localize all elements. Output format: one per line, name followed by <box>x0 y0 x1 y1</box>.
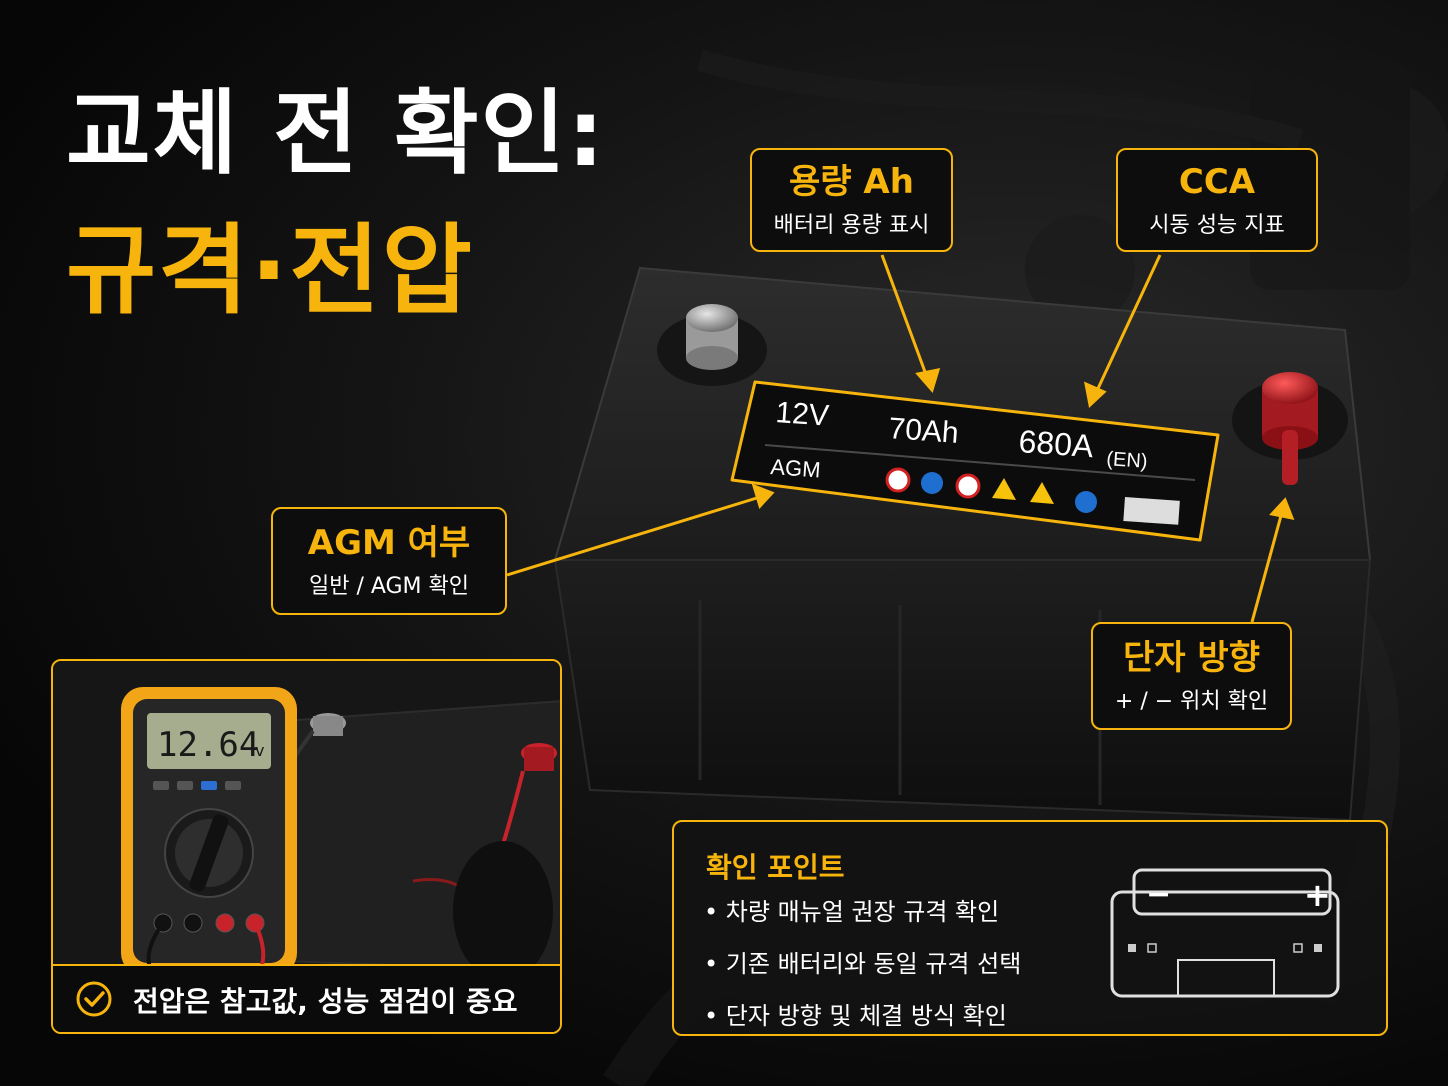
callout-capacity-sub: 배터리 용량 표시 <box>773 213 930 239</box>
barcode-icon <box>1123 497 1180 525</box>
callout-arrows <box>506 254 1295 623</box>
callout-capacity: 용량 Ah 배터리 용량 표시 <box>750 148 953 252</box>
multimeter-reading: 12.64 <box>157 725 259 765</box>
positive-terminal <box>1232 372 1348 485</box>
title-line-1: 교체 전 확인: <box>66 80 607 187</box>
callout-terminal-sub: + / − 위치 확인 <box>1114 689 1269 715</box>
label-type: AGM <box>770 454 822 482</box>
battery-label-plate: 12V 70Ah 680A (EN) AGM <box>730 380 1220 542</box>
callout-agm: AGM 여부 일반 / AGM 확인 <box>271 507 507 615</box>
inset-caption-bar: 전압은 참고값, 성능 점검이 중요 <box>53 964 560 1032</box>
callout-cca: CCA 시동 성능 지표 <box>1116 148 1318 252</box>
negative-terminal <box>657 304 767 386</box>
callout-terminal: 단자 방향 + / − 위치 확인 <box>1091 622 1292 730</box>
multimeter-scene: 12.64 v <box>53 661 560 1032</box>
multimeter-device <box>121 687 297 977</box>
diagram-plus: + <box>1304 876 1331 914</box>
callout-agm-heading: AGM 여부 <box>307 523 471 563</box>
title-line-2: 규격·전압 <box>66 214 474 328</box>
label-voltage: 12V <box>775 396 831 433</box>
checkpoint-item: 기존 배터리와 동일 규격 선택 <box>704 944 1021 979</box>
checkpoints-panel: 확인 포인트 차량 매뉴얼 권장 규격 확인 기존 배터리와 동일 규격 선택 … <box>672 820 1388 1036</box>
callout-cca-heading: CCA <box>1178 162 1256 202</box>
inset-positive-terminal <box>521 743 557 771</box>
label-cca-unit: (EN) <box>1106 448 1149 473</box>
checkpoint-item: 단자 방향 및 체결 방식 확인 <box>704 996 1021 1031</box>
multimeter-inset: 12.64 v 전압은 참고값, 성능 점검이 중요 <box>51 659 562 1034</box>
diagram-minus: − <box>1146 877 1171 912</box>
label-cca: 680A <box>1018 423 1096 464</box>
callout-capacity-heading: 용량 Ah <box>789 162 914 202</box>
warning-symbols-icon <box>885 467 1097 513</box>
callout-terminal-heading: 단자 방향 <box>1123 638 1260 678</box>
battery-diagram-icon: − + <box>1110 868 1340 998</box>
check-circle-icon <box>76 981 112 1017</box>
multimeter-unit: v <box>255 741 264 760</box>
inset-negative-terminal <box>310 713 346 736</box>
inset-caption: 전압은 참고값, 성능 점검이 중요 <box>133 985 518 1018</box>
checkpoints-heading: 확인 포인트 <box>706 851 845 884</box>
checkpoints-list: 차량 매뉴얼 권장 규격 확인 기존 배터리와 동일 규격 선택 단자 방향 및… <box>704 892 1021 1048</box>
multimeter-buttons-icon <box>153 781 241 790</box>
callout-agm-sub: 일반 / AGM 확인 <box>308 574 470 600</box>
multimeter-jacks-icon <box>153 913 265 933</box>
label-capacity: 70Ah <box>888 412 960 450</box>
callout-cca-sub: 시동 성능 지표 <box>1149 213 1285 239</box>
checkpoint-item: 차량 매뉴얼 권장 규격 확인 <box>704 892 1021 927</box>
